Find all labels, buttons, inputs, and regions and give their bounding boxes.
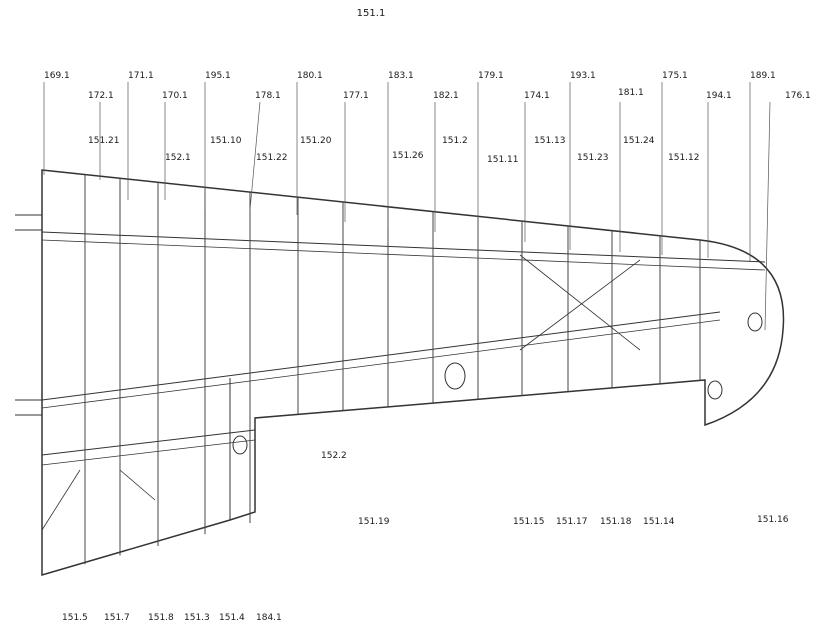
label-169-1: 169.1 [44,71,70,81]
label-170-1: 170.1 [162,91,188,101]
label-151-3: 151.3 [184,613,210,623]
label-195-1: 195.1 [205,71,231,81]
leader-line [764,101,771,331]
label-151-19: 151.19 [358,517,390,527]
label-151-18: 151.18 [600,517,632,527]
label-151-5: 151.5 [62,613,88,623]
label-180-1: 180.1 [297,71,323,81]
label-193-1: 193.1 [570,71,596,81]
label-182-1: 182.1 [433,91,459,101]
label-151-23: 151.23 [577,153,609,163]
label-178-1: 178.1 [255,91,281,101]
label-151-24: 151.24 [623,136,655,146]
label-184-1: 184.1 [256,613,282,623]
top-labels: 169.1 172.1 171.1 170.1 195.1 178.1 180.… [44,71,811,101]
label-151-7: 151.7 [104,613,130,623]
drawing-title: 151.1 [357,8,386,19]
label-151-2: 151.2 [442,136,468,146]
mid-labels: 152.2 151.19 151.15 151.17 151.18 151.14… [321,451,789,527]
label-151-10: 151.10 [210,136,242,146]
label-151-4: 151.4 [219,613,245,623]
label-176-1: 176.1 [785,91,811,101]
label-152-2: 152.2 [321,451,347,461]
label-179-1: 179.1 [478,71,504,81]
label-151-15: 151.15 [513,517,545,527]
label-151-17: 151.17 [556,517,588,527]
label-151-11: 151.11 [487,155,519,165]
label-181-1: 181.1 [618,88,644,98]
label-152-1: 152.1 [165,153,191,163]
label-151-13: 151.13 [534,136,566,146]
label-183-1: 183.1 [388,71,414,81]
upper-labels: 151.21 152.1 151.10 151.22 151.20 151.26… [88,136,700,165]
label-151-14: 151.14 [643,517,675,527]
label-194-1: 194.1 [706,91,732,101]
label-172-1: 172.1 [88,91,114,101]
label-177-1: 177.1 [343,91,369,101]
leader-line [249,101,261,211]
label-151-26: 151.26 [392,151,424,161]
label-151-16: 151.16 [757,515,789,525]
structure-outline [15,169,785,577]
label-151-20: 151.20 [300,136,332,146]
label-171-1: 171.1 [128,71,154,81]
label-175-1: 175.1 [662,71,688,81]
label-189-1: 189.1 [750,71,776,81]
label-174-1: 174.1 [524,91,550,101]
label-151-12: 151.12 [668,153,700,163]
bottom-labels: 151.5 151.7 151.8 151.3 151.4 184.1 [62,613,282,623]
label-151-22: 151.22 [256,153,288,163]
leader-lines [43,82,771,331]
rib-lines [84,174,701,565]
label-151-21: 151.21 [88,136,120,146]
label-151-8: 151.8 [148,613,174,623]
